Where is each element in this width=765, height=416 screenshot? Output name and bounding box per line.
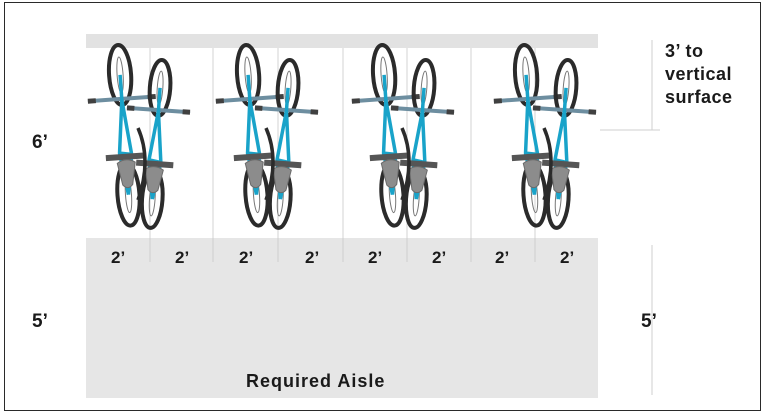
grip: [446, 109, 455, 115]
fork: [246, 74, 252, 101]
saddle: [550, 166, 570, 194]
spacing-label: 2’: [175, 248, 190, 267]
required-aisle-label: Required Aisle: [246, 371, 386, 391]
spacing-label: 2’: [368, 248, 383, 267]
clearance-note: 3’ to vertical surface: [665, 41, 733, 107]
wall-strip: [86, 34, 598, 48]
vertical-hanging-bicycle-icon: [254, 57, 319, 230]
vertical-hanging-bicycle-icon: [215, 42, 284, 228]
saddle: [272, 166, 292, 194]
grip: [493, 98, 503, 104]
grip: [254, 105, 263, 111]
diagram-border: [4, 2, 761, 411]
saddle: [244, 159, 264, 189]
fork: [524, 74, 530, 101]
u-lock: [136, 127, 147, 201]
saddle: [408, 166, 428, 194]
pedal-crank: [263, 159, 302, 169]
required-aisle-area: [86, 238, 598, 398]
grip: [310, 109, 319, 115]
pedal-crank: [511, 152, 552, 162]
u-lock: [542, 127, 553, 201]
grip: [390, 105, 399, 111]
fork: [420, 87, 426, 113]
spacing-label: 2’: [111, 248, 126, 267]
vertical-hanging-bicycle-icon: [126, 57, 191, 230]
aisle-dimension-right: 5’: [641, 311, 657, 332]
bike-row: [87, 42, 597, 230]
slot-dividers: [149, 48, 536, 262]
saddle: [144, 166, 164, 194]
aisle-dimension-left: 5’: [32, 311, 48, 332]
grip: [351, 98, 361, 104]
grip: [182, 109, 191, 115]
pedal-crank: [399, 159, 438, 169]
fork: [284, 87, 290, 113]
grip: [588, 109, 597, 115]
spacing-label: 2’: [432, 248, 447, 267]
pedal-crank: [233, 152, 274, 162]
spacing-label: 2’: [239, 248, 254, 267]
vertical-hanging-bicycle-icon: [532, 57, 597, 230]
pedal-crank: [105, 152, 146, 162]
u-lock: [264, 127, 275, 201]
spacing-label: 2’: [305, 248, 320, 267]
vertical-hanging-bicycle-icon: [87, 42, 156, 228]
fork: [118, 74, 124, 101]
spacing-label: 2’: [560, 248, 575, 267]
u-lock: [400, 127, 411, 201]
saddle: [116, 159, 136, 189]
fork: [562, 87, 568, 113]
pedal-crank: [541, 159, 580, 169]
grip: [87, 98, 97, 104]
spacing-label: 2’: [495, 248, 510, 267]
pedal-crank: [135, 159, 174, 169]
vertical-hanging-bicycle-icon: [390, 57, 455, 230]
saddle: [522, 159, 542, 189]
grip: [215, 98, 225, 104]
dimension-guides: [600, 40, 660, 395]
pedal-crank: [369, 152, 410, 162]
grip: [126, 105, 135, 111]
depth-dimension-label: 6’: [32, 132, 48, 153]
fork: [156, 87, 162, 113]
grip: [532, 105, 541, 111]
fork: [382, 74, 388, 101]
saddle: [380, 159, 400, 189]
